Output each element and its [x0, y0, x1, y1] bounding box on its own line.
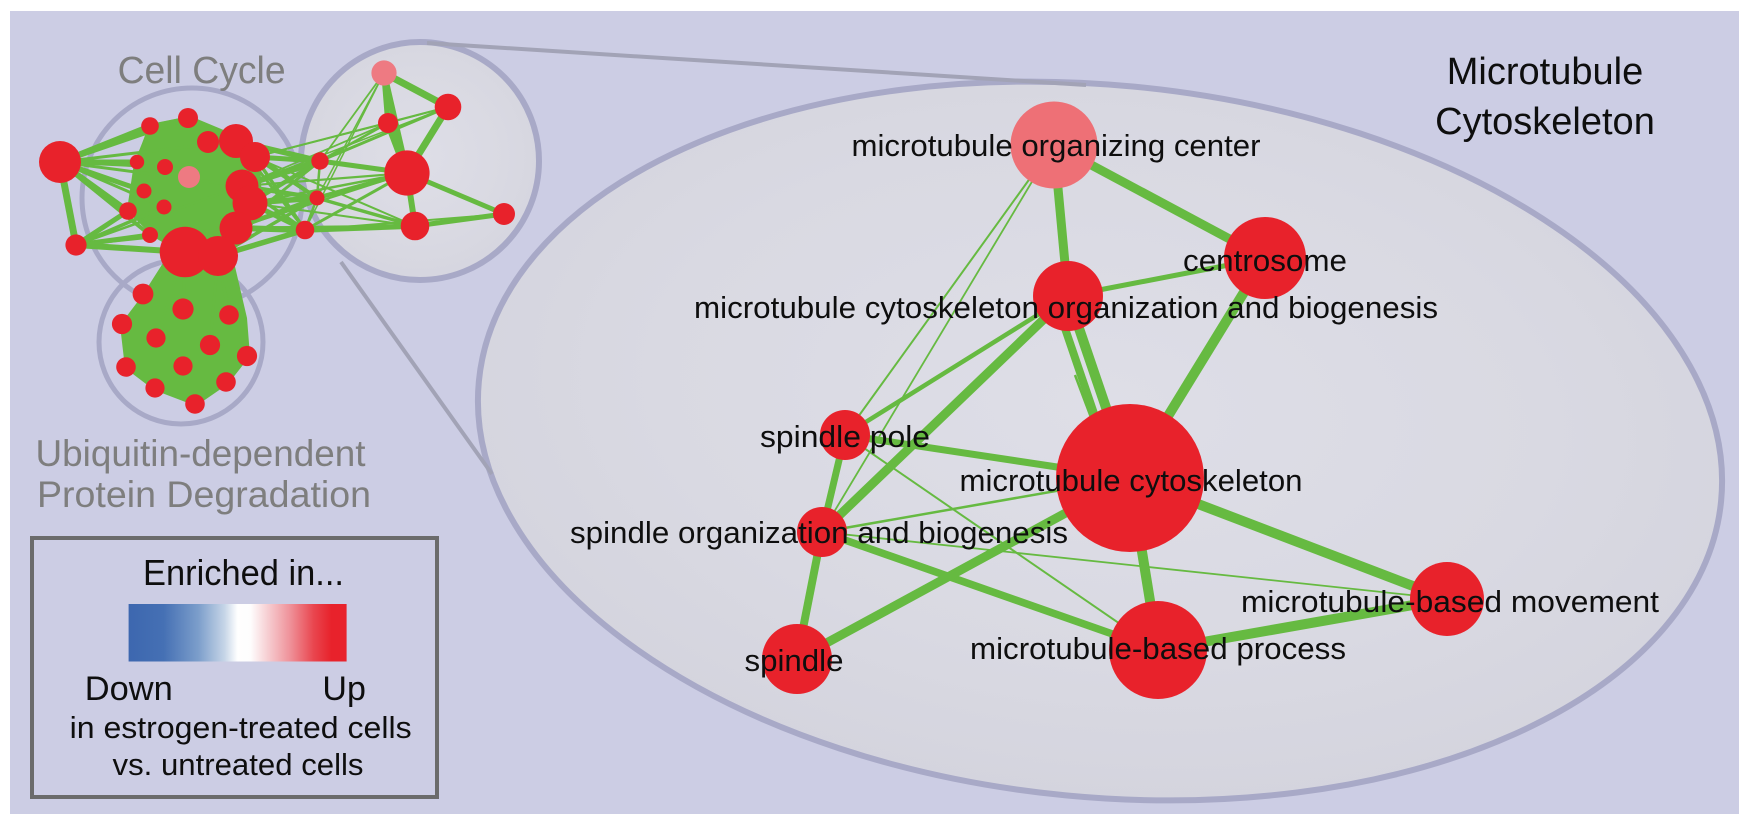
svg-text:vs. untreated cells: vs. untreated cells: [113, 747, 364, 782]
svg-text:Microtubule: Microtubule: [1447, 51, 1643, 93]
svg-text:Protein Degradation: Protein Degradation: [37, 474, 371, 515]
svg-text:Cytoskeleton: Cytoskeleton: [1435, 101, 1655, 143]
svg-text:Up: Up: [322, 670, 365, 708]
svg-text:microtubule-based process: microtubule-based process: [970, 631, 1346, 666]
svg-text:Cell Cycle: Cell Cycle: [118, 50, 286, 92]
svg-text:in estrogen-treated cells: in estrogen-treated cells: [70, 710, 412, 745]
svg-text:spindle: spindle: [745, 643, 844, 678]
svg-text:microtubule-based movement: microtubule-based movement: [1241, 584, 1659, 619]
svg-text:centrosome: centrosome: [1183, 243, 1347, 278]
svg-text:microtubule cytoskeleton organ: microtubule cytoskeleton organization an…: [694, 290, 1438, 325]
svg-text:spindle pole: spindle pole: [760, 419, 930, 454]
svg-text:Enriched in...: Enriched in...: [143, 552, 344, 593]
svg-text:Down: Down: [85, 670, 173, 708]
svg-text:microtubule organizing center: microtubule organizing center: [852, 128, 1261, 163]
svg-text:Ubiquitin-dependent: Ubiquitin-dependent: [36, 433, 367, 474]
svg-text:microtubule cytoskeleton: microtubule cytoskeleton: [960, 463, 1303, 498]
svg-text:spindle organization and bioge: spindle organization and biogenesis: [570, 515, 1068, 550]
